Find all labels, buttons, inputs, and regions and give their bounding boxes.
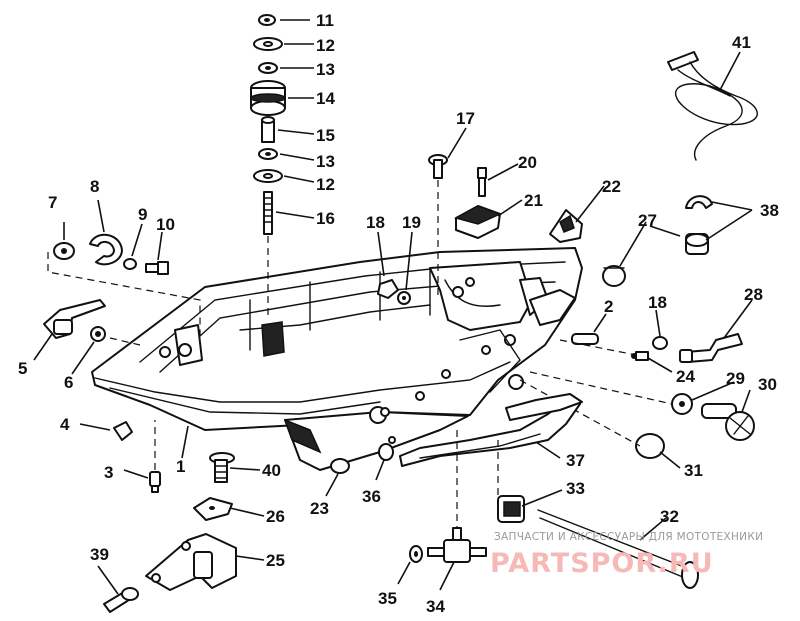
callout-12-second: 12	[316, 175, 335, 194]
leader-lines	[33, 19, 753, 595]
callout-labels: 11 12 13 14 15 13 12 16 7 8 9 10 5 6 4 3…	[18, 11, 779, 616]
callout-28: 28	[744, 285, 763, 304]
callout-25: 25	[266, 551, 285, 570]
callout-15: 15	[316, 126, 335, 145]
latch-hardware	[47, 234, 201, 340]
callout-32: 32	[660, 507, 679, 526]
callout-3: 3	[104, 463, 113, 482]
callout-8: 8	[90, 177, 99, 196]
watermark-caption: ЗАПЧАСТИ И АКСЕССУАРЫ ДЛЯ МОТОТЕХНИКИ	[494, 531, 763, 543]
callout-21: 21	[524, 191, 543, 210]
callout-30: 30	[758, 375, 777, 394]
callout-40: 40	[262, 461, 281, 480]
callout-36: 36	[362, 487, 381, 506]
callout-20: 20	[518, 153, 537, 172]
lower-motor-cover	[91, 247, 583, 471]
callout-14: 14	[316, 89, 335, 108]
right-upper-parts	[602, 51, 758, 287]
callout-35: 35	[378, 589, 397, 608]
callout-5: 5	[18, 359, 27, 378]
callout-13: 13	[316, 60, 335, 79]
callout-17: 17	[456, 109, 475, 128]
callout-10: 10	[156, 215, 175, 234]
callout-31: 31	[684, 461, 703, 480]
callout-6: 6	[64, 373, 73, 392]
callout-23: 23	[310, 499, 329, 518]
callout-19: 19	[402, 213, 421, 232]
right-lower-parts	[519, 371, 755, 459]
callout-24: 24	[676, 367, 695, 386]
callout-18: 18	[366, 213, 385, 232]
callout-11: 11	[316, 11, 334, 30]
callout-26: 26	[266, 507, 285, 526]
right-mid-parts	[559, 333, 743, 363]
callout-12: 12	[316, 36, 335, 55]
watermark-logo: PARTSPOR.RU	[490, 548, 714, 579]
latch-lever	[43, 299, 141, 346]
callout-27: 27	[638, 211, 657, 230]
callout-18-right: 18	[648, 293, 667, 312]
callout-22: 22	[602, 177, 621, 196]
callout-2: 2	[604, 297, 613, 316]
bottom-center-parts	[330, 369, 487, 563]
callout-39: 39	[90, 545, 109, 564]
left-lower-parts	[103, 420, 237, 613]
watermark: ЗАПЧАСТИ И АКСЕССУАРЫ ДЛЯ МОТОТЕХНИКИ PA…	[490, 531, 763, 579]
mount-stack	[250, 14, 286, 320]
callout-1: 1	[176, 457, 185, 476]
callout-33: 33	[566, 479, 585, 498]
callout-9: 9	[138, 205, 147, 224]
callout-29: 29	[726, 369, 745, 388]
callout-41: 41	[732, 33, 751, 52]
callout-4: 4	[60, 415, 70, 434]
callout-34: 34	[426, 597, 445, 616]
callout-37: 37	[566, 451, 585, 470]
handle-bar	[399, 393, 583, 467]
callout-16: 16	[316, 209, 335, 228]
callout-7: 7	[48, 193, 57, 212]
callout-38: 38	[760, 201, 779, 220]
fuel-connector-parts	[497, 440, 699, 589]
callout-13-second: 13	[316, 152, 335, 171]
